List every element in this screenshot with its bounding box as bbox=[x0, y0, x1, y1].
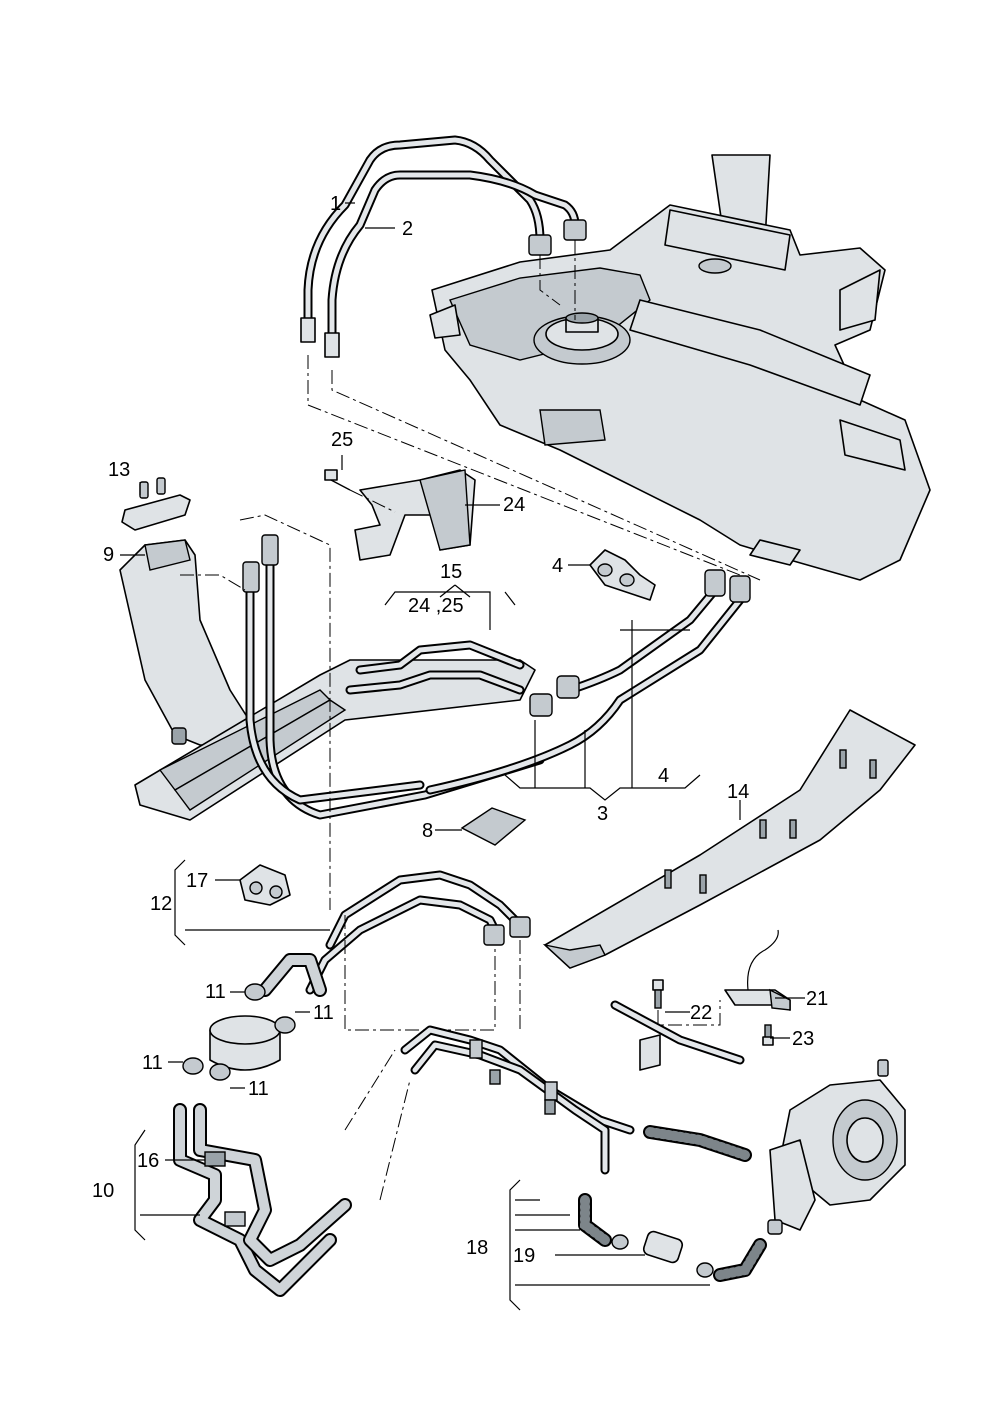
fuel-pump-sender bbox=[533, 312, 631, 365]
fuel-line-cooler-supply bbox=[242, 534, 545, 820]
callout-11-d: 11 bbox=[248, 1078, 269, 1100]
clip-4 bbox=[589, 549, 656, 601]
high-pressure-pump bbox=[767, 1059, 906, 1235]
callout-11-a: 11 bbox=[205, 981, 226, 1003]
callout-10: 10 bbox=[92, 1180, 114, 1202]
cover-13 bbox=[121, 477, 191, 531]
fuel-hose-18-b bbox=[578, 1193, 612, 1247]
callout-19: 19 bbox=[513, 1245, 535, 1267]
fuel-temp-sensor-19 bbox=[611, 1230, 714, 1278]
callout-17: 17 bbox=[186, 870, 208, 892]
callout-25: 25 bbox=[331, 429, 353, 451]
callout-24: 24 bbox=[503, 494, 525, 516]
leader-lines bbox=[120, 202, 805, 1311]
callout-15-sub: 24 ,25 bbox=[408, 595, 464, 617]
callout-labels: 1 2 25 24 13 9 15 24 ,25 4 4 3 8 14 17 1… bbox=[92, 193, 828, 1267]
callout-3: 3 bbox=[597, 803, 608, 825]
fuel-lines-12 bbox=[305, 870, 531, 995]
callout-22: 22 bbox=[690, 1002, 712, 1024]
fuel-line-cooler-return bbox=[425, 569, 751, 795]
fuel-line-2 bbox=[324, 170, 587, 358]
callout-4-clip: 4 bbox=[552, 555, 563, 577]
fuel-hose-18-c bbox=[713, 1238, 767, 1282]
bracket-21 bbox=[724, 929, 791, 1011]
callout-8: 8 bbox=[422, 820, 433, 842]
dash-cooler-lines bbox=[180, 514, 331, 910]
hose-clamp-11-b bbox=[274, 1016, 296, 1034]
dash-hoses-10 bbox=[344, 1049, 411, 1201]
dash-bolt-22 bbox=[657, 1000, 721, 1026]
callout-11-c: 11 bbox=[142, 1052, 163, 1074]
callout-18: 18 bbox=[466, 1237, 488, 1259]
bolt-25 bbox=[324, 469, 351, 491]
callout-9: 9 bbox=[103, 544, 114, 566]
hose-clamp-11-a bbox=[244, 983, 266, 1001]
bolt-23 bbox=[762, 1024, 774, 1046]
callout-1: 1 bbox=[330, 193, 341, 215]
callout-15: 15 bbox=[440, 561, 462, 583]
callout-12: 12 bbox=[150, 893, 172, 915]
fuel-hoses-10 bbox=[173, 1103, 352, 1297]
dash-bolt-to-bracket bbox=[349, 489, 396, 513]
callout-14: 14 bbox=[727, 781, 749, 803]
clip-17 bbox=[239, 864, 291, 906]
fuel-filter bbox=[209, 953, 327, 1071]
callout-21: 21 bbox=[806, 988, 828, 1010]
callout-16: 16 bbox=[137, 1150, 159, 1172]
dash-lines-to-filter bbox=[307, 355, 761, 581]
fuel-hose-18-a bbox=[643, 1125, 752, 1162]
fuel-line-1 bbox=[300, 135, 552, 343]
fuel-tank bbox=[429, 154, 931, 581]
mounting-pipe-section bbox=[610, 1000, 745, 1071]
dash-line-1-to-tank bbox=[539, 255, 561, 306]
underbody-guard-14 bbox=[542, 709, 916, 969]
callout-13: 13 bbox=[108, 459, 130, 481]
fuel-pipe-harness bbox=[400, 1025, 635, 1175]
callout-4-lines: 4 bbox=[658, 765, 669, 787]
callout-23: 23 bbox=[792, 1028, 814, 1050]
bracket-24 bbox=[354, 469, 476, 561]
hose-clamp-11-d bbox=[209, 1063, 231, 1081]
pad-8 bbox=[460, 807, 527, 846]
bolt-22 bbox=[652, 979, 664, 1009]
heat-shield-9 bbox=[119, 539, 266, 746]
callout-11-b: 11 bbox=[313, 1002, 334, 1024]
callout-2: 2 bbox=[402, 218, 413, 240]
dash-lines-12 bbox=[344, 915, 521, 1031]
hose-clamp-11-c bbox=[182, 1057, 204, 1075]
